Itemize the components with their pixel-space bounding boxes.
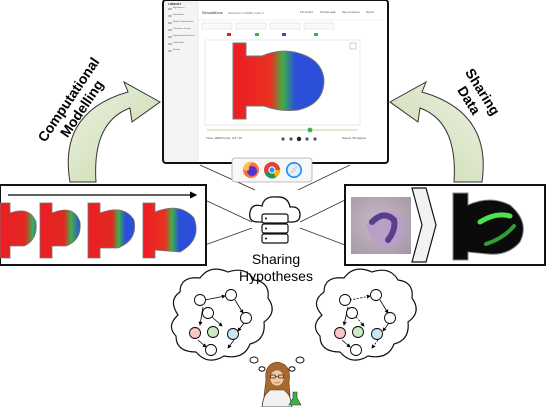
sidebar-labels: Hypotheses Simulations Model Configurati…	[173, 7, 197, 57]
simulation-timeline-panel	[0, 184, 207, 266]
toolbar-save-session[interactable]: Save as Session	[342, 11, 360, 14]
sidebar-item-parameter-tuning[interactable]: Parameter Tuning	[173, 28, 191, 30]
sidebar-item-hypotheses[interactable]: Hypotheses	[173, 7, 185, 9]
hypothesis-cloud-left	[170, 268, 273, 361]
sharing-hypotheses-line2: Hypotheses	[239, 268, 313, 284]
sidebar-item-simulations[interactable]: Simulations	[173, 14, 185, 16]
safari-icon	[286, 162, 302, 178]
sidebar-item-model-config[interactable]: Model Configurations	[173, 21, 194, 23]
limb-stage-3	[87, 202, 136, 259]
toolbar-info-session[interactable]: Info Session	[300, 11, 314, 14]
sidebar-nav[interactable]	[168, 8, 172, 52]
app-subtitle: Selected UI SIMBI model 1	[228, 11, 265, 15]
thought-bubbles	[249, 356, 305, 372]
sharing-hypotheses-line1: Sharing	[251, 251, 301, 267]
chrome-icon	[264, 162, 281, 179]
experimental-data-panel	[344, 184, 546, 266]
app-brand: LIMBNET	[168, 2, 182, 6]
player-controls[interactable]	[281, 136, 317, 142]
toolbar: Info Session Simulate Again Save as Sess…	[300, 11, 386, 16]
cloud-database-icon	[249, 196, 301, 244]
main-limb-simulation	[232, 42, 325, 120]
sharing-hypotheses-label: Sharing Hypotheses	[230, 251, 322, 285]
limb-stage-4	[142, 202, 197, 259]
sidebar-item-experimental[interactable]: Experimental Datasets	[173, 35, 196, 37]
toolbar-results[interactable]: Results	[366, 11, 374, 14]
app-title: Simulations	[202, 10, 223, 15]
limb-stage-1	[0, 202, 37, 259]
app-screenshot-frame	[162, 0, 389, 164]
speed-readout: Speed: 50 steps/s	[342, 136, 367, 140]
firefox-icon	[243, 161, 259, 178]
connector-lines	[199, 164, 351, 246]
right-curved-arrow	[389, 80, 484, 183]
toolbar-simulate-again[interactable]: Simulate Again	[320, 11, 336, 14]
limb-stage-2	[39, 202, 81, 259]
segmented-limb	[452, 192, 524, 261]
sidebar-item-data-tables[interactable]: Data Tables	[173, 42, 185, 44]
browser-icons-bar	[231, 157, 313, 183]
left-curved-arrow	[67, 80, 161, 183]
sidebar-item-results[interactable]: Results	[173, 49, 181, 51]
app-sidebar	[164, 1, 199, 162]
hypothesis-cloud-right	[314, 268, 417, 361]
chevron-arrow	[411, 187, 437, 263]
scientist-avatar	[261, 361, 302, 407]
time-readout: Time: 19400 (min): 3.9 / 10	[206, 136, 242, 140]
